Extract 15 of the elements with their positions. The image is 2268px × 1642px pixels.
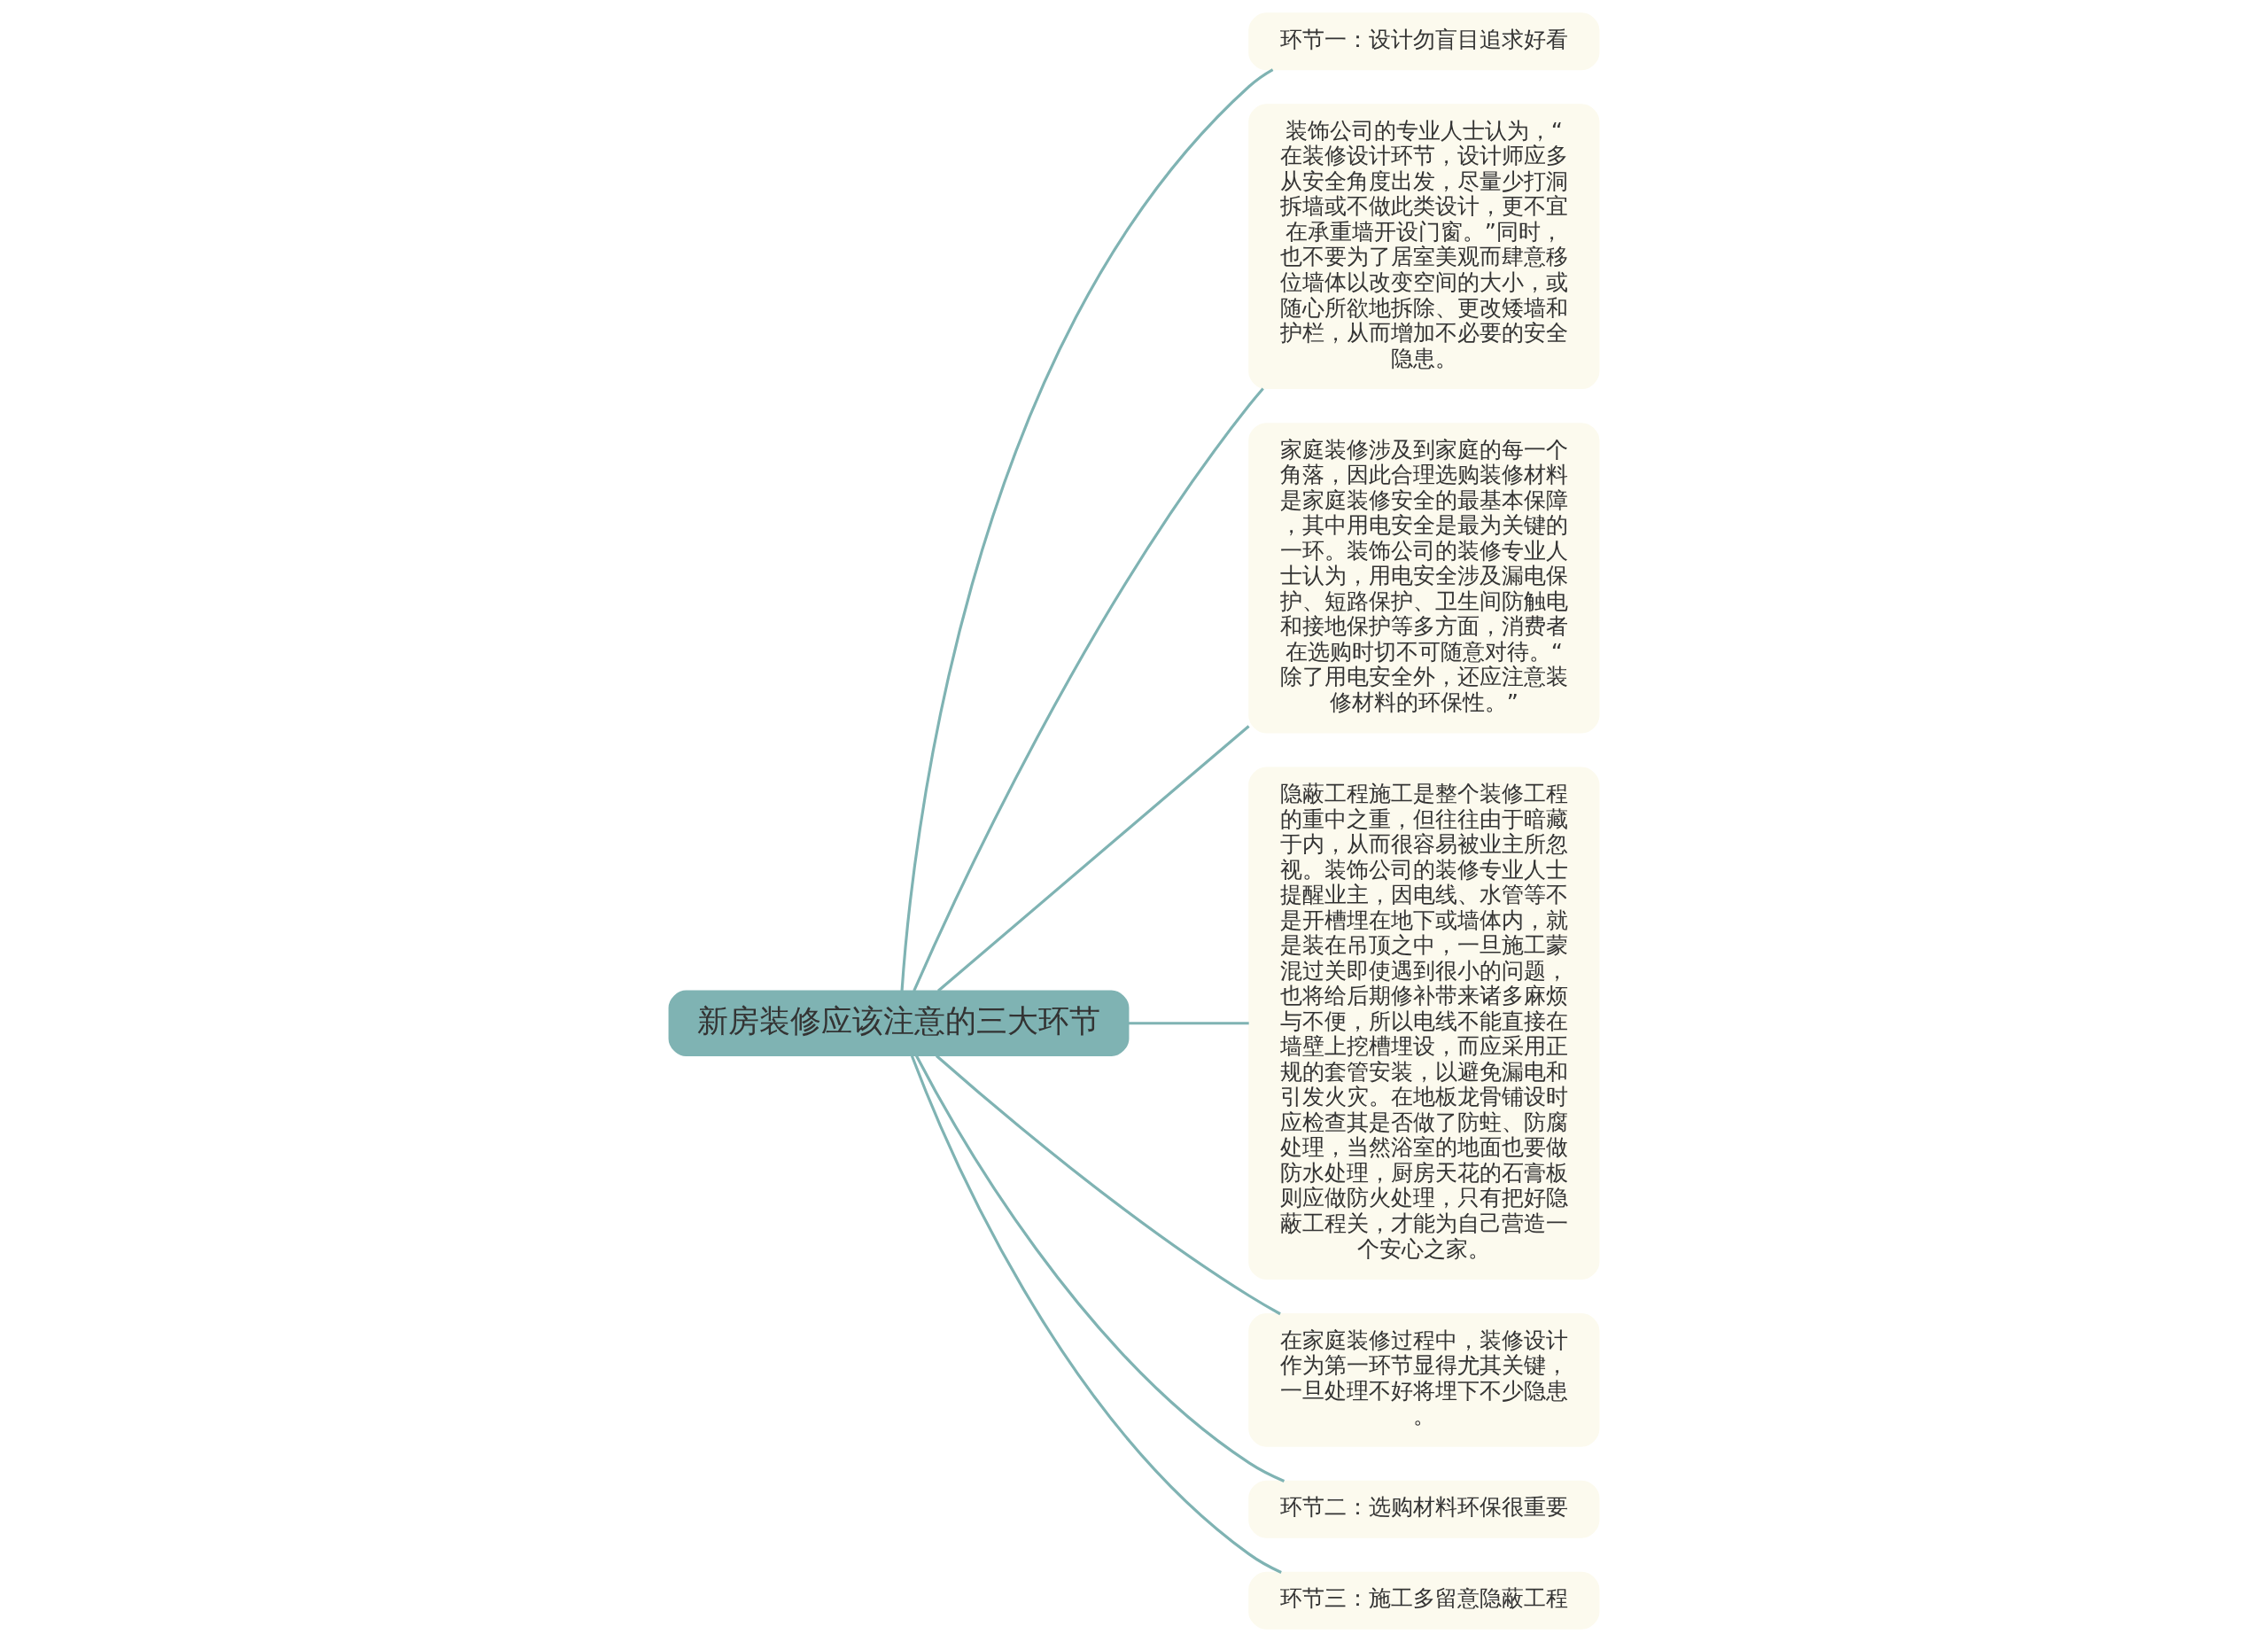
node-box: 环节三：施工多留意隐蔽工程	[1248, 1571, 1600, 1630]
connector	[1128, 1022, 1249, 1025]
connector	[913, 387, 1264, 992]
node-box: 环节一：设计勿盲目追求好看	[1248, 12, 1600, 71]
node-box: 装饰公司的专业人士认为，“在装修设计环节，设计师应多从安全角度出发，尽量少打洞拆墙或不做此类设计，更不宜在承重墙开设门窗。”同时，也不要为了居室美观而肆意移位墙体以改变空间的大小，或随心所欲地拆除、更改矮墙和护栏，从而增加不必要的安全隐患。	[1248, 104, 1600, 390]
connector	[936, 725, 1250, 992]
node-box: 新房装修应该注意的三大环节	[668, 990, 1130, 1056]
connector	[910, 1055, 1282, 1574]
connector	[914, 1054, 1285, 1482]
connector	[936, 1054, 1281, 1316]
connector	[900, 68, 1274, 992]
node-box: 家庭装修涉及到家庭的每一个角落，因此合理选购装修材料是家庭装修安全的最基本保障，其中用电安全是最为关键的一环。装饰公司的装修专业人士认为，用电安全涉及漏电保护、短路保护、卫生间防触电和接地保护等多方面，消费者在选购时切不可随意对待。“除了用电安全外，还应注意装修材料的环保性。”	[1248, 423, 1600, 734]
node-box: 环节二：选购材料环保很重要	[1248, 1480, 1600, 1538]
node-box: 在家庭装修过程中，装修设计作为第一环节显得尤其关键，一旦处理不好将埋下不少隐患。	[1248, 1313, 1600, 1447]
node-box: 隐蔽工程施工是整个装修工程的重中之重，但往往由于暗藏于内，从而很容易被业主所忽视。装饰公司的装修专业人士提醒业主，因电线、水管等不是开槽埋在地下或墙体内，就是装在吊顶之中，一旦施工蒙混过关即使遇到很小的问题，也将给后期修补带来诸多麻烦与不便，所以电线不能直接在墙壁上挖槽埋设，而应采用正规的套管安装，以避免漏电和引发火灾。在地板龙骨铺设时应检查其是否做了防蛀、防腐处理，当然浴室的地面也要做防水处理，厨房天花的石膏板则应做防火处理，只有把好隐蔽工程关，才能为自己营造一个安心之家。	[1248, 767, 1600, 1280]
